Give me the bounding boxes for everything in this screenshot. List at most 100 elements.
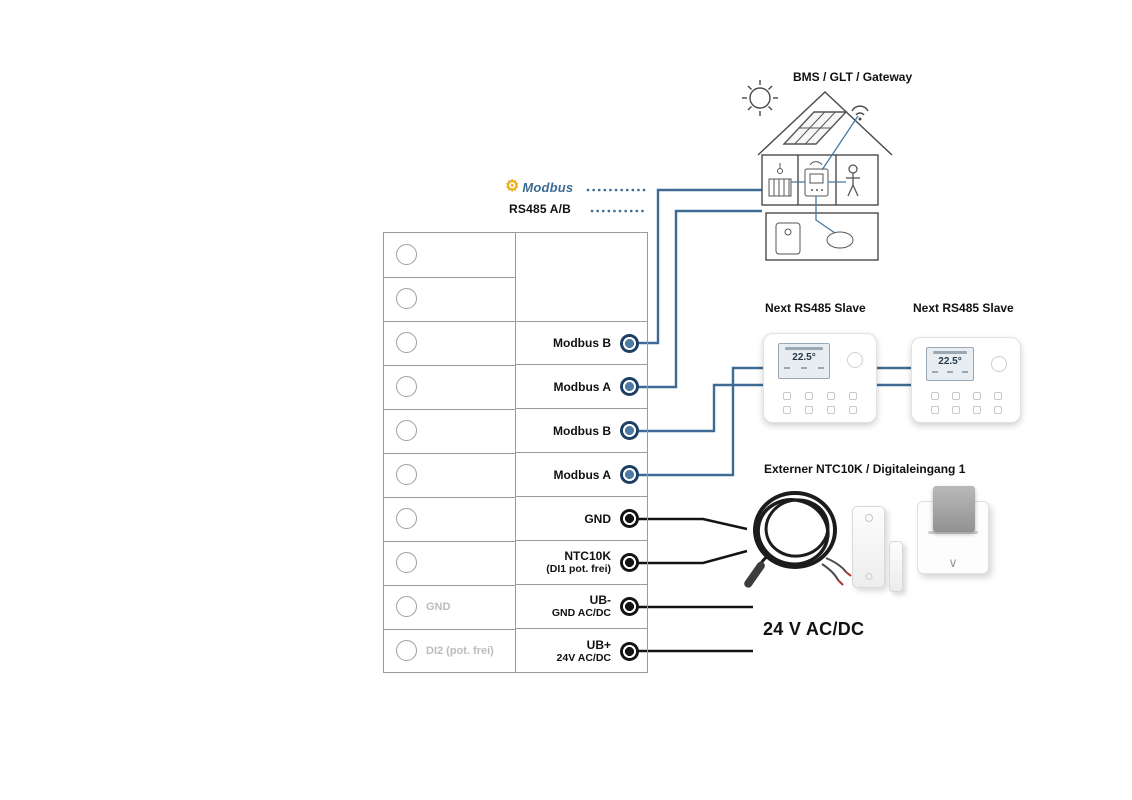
lower-floor [765,212,879,261]
device-icon [993,406,1002,414]
terminal-screw-icon [396,288,417,309]
terminal-sublabel: GND AC/DC [551,607,611,620]
device-touch-icons [924,392,1008,414]
terminal-label-cell: UB- GND AC/DC [516,585,647,629]
terminal-cell [384,497,516,542]
terminal-screw-icon [396,596,417,617]
terminal-sublabel: (DI1 pot. frei) [546,563,611,576]
device-icon [783,406,791,414]
terminal-cell [384,233,516,278]
terminal-cell [384,409,516,454]
connector-dot [620,421,639,440]
sensor-and-power-lines [630,517,753,653]
terminal-table: GND DI2 (pot. frei) Modbus B Modbus A Mo… [383,232,648,673]
terminal-screw-icon [396,508,417,529]
slave1-label: Next RS485 Slave [765,301,866,315]
terminal-screw-icon [396,640,417,661]
bms-gateway-label: BMS / GLT / Gateway [793,70,913,84]
device-temp-readout: 22.5° [792,352,816,363]
connector-dot [620,465,639,484]
device-screen-ticks [784,367,824,369]
terminal-label-cell: Modbus A [516,365,647,409]
keycard-slot [928,531,978,534]
device-icon [930,406,939,414]
device-icon [805,392,813,400]
terminal-screw-icon [396,420,417,441]
device-brand-bar [785,347,823,350]
terminal-label: Modbus B [553,336,611,351]
terminal-cell [384,321,516,366]
modbus-dotted-lines [586,188,648,213]
device-screen: 22.5° [926,347,974,381]
modbus-logo-text: Modbus [522,179,574,195]
boiler-icon [775,222,801,255]
terminal-label: Modbus A [553,467,611,482]
device-screen: 22.5° [778,343,830,379]
terminal-label: UB- [589,593,611,607]
terminal-label: Modbus B [553,423,611,438]
terminal-cell [384,541,516,586]
rs485-slave-device-2: 22.5° [911,337,1021,423]
wifi-icon [851,105,869,121]
terminal-screw-icon [396,376,417,397]
keycard-chevron-icon: ∨ [948,555,958,570]
terminal-label-cell: UB+ 24V AC/DC [516,629,647,673]
terminal-left-label: DI2 (pot. frei) [426,645,494,657]
rs485-slave-device-1: 22.5° [763,333,877,423]
external-sensor-label: Externer NTC10K / Digitaleingang 1 [764,462,966,476]
terminal-label: UB+ [586,637,611,652]
door-contact-icon [852,506,885,588]
device-touch-icons [776,392,864,414]
modbus-gear-icon: ⚙ [505,178,520,195]
terminal-cell [384,453,516,498]
device-screen-ticks [932,371,968,373]
connector-dot [620,509,639,528]
person-icon [846,164,860,197]
terminal-sublabel: 24V AC/DC [556,651,611,664]
terminal-screw-icon [396,464,417,485]
terminal-cell [384,277,516,322]
door-contact-screw [865,573,872,580]
terminal-label-cell: Modbus B [516,321,647,365]
thermostat-panel-icon [804,161,829,197]
terminal-label: GND [584,511,611,526]
device-icon [827,406,835,414]
device-icon [827,392,835,400]
terminal-label-cell: NTC10K (DI1 pot. frei) [516,541,647,585]
device-icon [930,392,939,400]
device-icon [972,406,981,414]
device-ok-button-icon [991,356,1007,372]
terminal-cell: DI2 (pot. frei) [384,629,516,673]
modbus-logo: ⚙ Modbus [505,179,573,195]
device-icon [783,392,791,400]
door-contact-hole [864,514,873,522]
ntc-sensor-icon [744,491,852,588]
connector-dot [620,597,639,616]
connector-dot [620,377,639,396]
sun-icon [742,80,778,116]
device-icon [993,392,1002,400]
device-temp-readout: 22.5° [938,356,962,367]
terminal-label: Modbus A [553,379,611,394]
device-icon [951,392,960,400]
terminal-screw-icon [396,552,417,573]
roof-solar-panels-icon [757,91,893,156]
building-bus-lines [791,115,859,234]
building-illustration [742,80,893,261]
terminal-label-cell: Modbus B [516,409,647,453]
connector-dot [620,333,639,353]
cloud-icon [826,231,854,249]
upper-floor [761,154,879,206]
radiator-icon [768,163,792,197]
terminal-label-cell: Modbus A [516,453,647,497]
terminal-screw-icon [396,332,417,353]
device-icon [849,406,857,414]
device-icon [805,406,813,414]
slave2-label: Next RS485 Slave [913,301,1014,315]
rs485-label: RS485 A/B [509,202,572,216]
device-brand-bar [933,351,967,354]
keycard-icon [933,486,975,532]
connector-dot [620,641,639,661]
power-supply-label: 24 V AC/DC [763,619,865,639]
